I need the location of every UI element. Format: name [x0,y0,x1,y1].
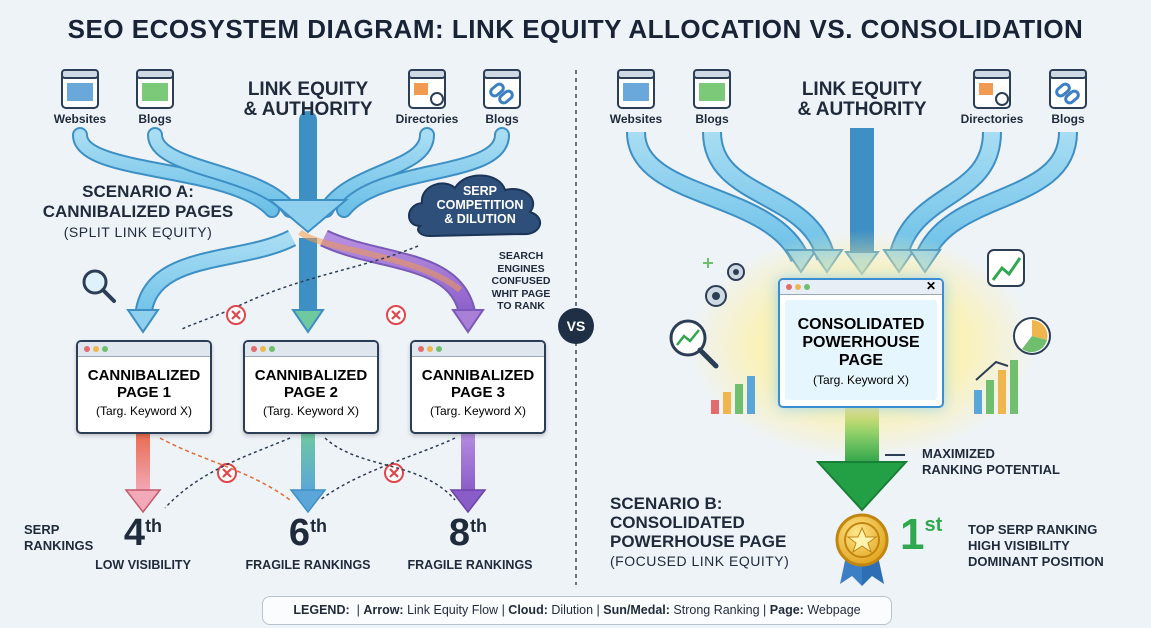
rank-8th: 8th [448,512,488,554]
bar-chart-icon [711,376,755,414]
gear-icon [705,285,727,307]
directory-icon [973,69,1011,109]
link-equity-label: LINK EQUITY& AUTHORITY [797,79,927,120]
rank-label: FRAGILE RANKINGS [245,558,371,572]
page-keyword: (Targ. Keyword X) [429,404,527,418]
source-label: Directories [395,112,459,126]
scenario-b-label: SCENARIO B: CONSOLIDATED POWERHOUSE PAGE… [610,494,790,569]
left-source-icons [61,69,521,109]
gear-icon [727,263,745,281]
scenario-a-label: SCENARIO A: CANNIBALIZED PAGES (SPLIT LI… [42,182,234,240]
rank-label: FRAGILE RANKINGS [407,558,533,572]
page-title: SEO ECOSYSTEM DIAGRAM: LINK EQUITY ALLOC… [67,14,1084,44]
source-label: Websites [609,112,663,126]
page-keyword: (Targ. Keyword X) [812,373,910,387]
x-mark-icon [386,305,406,325]
analytics-magnifier-icon [669,319,719,369]
growth-bars-icon [974,360,1018,414]
dilution-cloud-icon [408,174,542,238]
rank-4th: 4th [123,512,163,554]
left-incoming-flows [72,111,510,234]
magnifier-icon [82,269,116,303]
right-source-icons [617,69,1087,109]
source-label: Blogs [138,112,172,126]
vs-badge [558,308,594,344]
maximized-arrow [815,405,909,512]
vs-text: VS [566,318,586,334]
source-label: Websites [53,112,107,126]
source-label: Directories [960,112,1024,126]
close-icon: ✕ [925,279,936,293]
x-mark-icon [226,305,246,325]
blog-icon [693,69,731,109]
pie-chart-icon [1013,317,1051,355]
medal-icon [835,513,889,586]
page-keyword: (Targ. Keyword X) [95,404,193,418]
source-label: Blogs [485,112,519,126]
left-split-flows [126,229,485,334]
source-label: Blogs [1051,112,1085,126]
x-mark-icon [384,463,404,483]
website-icon [61,69,99,109]
blog-icon [136,69,174,109]
trend-chart-icon [987,249,1025,287]
directory-icon [408,69,446,109]
sparkle-icon [703,258,713,268]
right-decor-icons [669,249,1051,414]
rank-6th: 6th [288,512,328,554]
link-equity-label: LINK EQUITY& AUTHORITY [243,79,373,120]
left-ranking-flows [124,432,487,514]
page-keyword: (Targ. Keyword X) [262,404,360,418]
rank-1st: 1st [900,510,943,559]
source-label: Blogs [695,112,729,126]
legend: LEGEND: | Arrow: Link Equity Flow | Clou… [262,596,892,625]
rank-label: LOW VISIBILITY [95,558,191,572]
link-icon [1049,69,1087,109]
website-icon [617,69,655,109]
link-icon [483,69,521,109]
